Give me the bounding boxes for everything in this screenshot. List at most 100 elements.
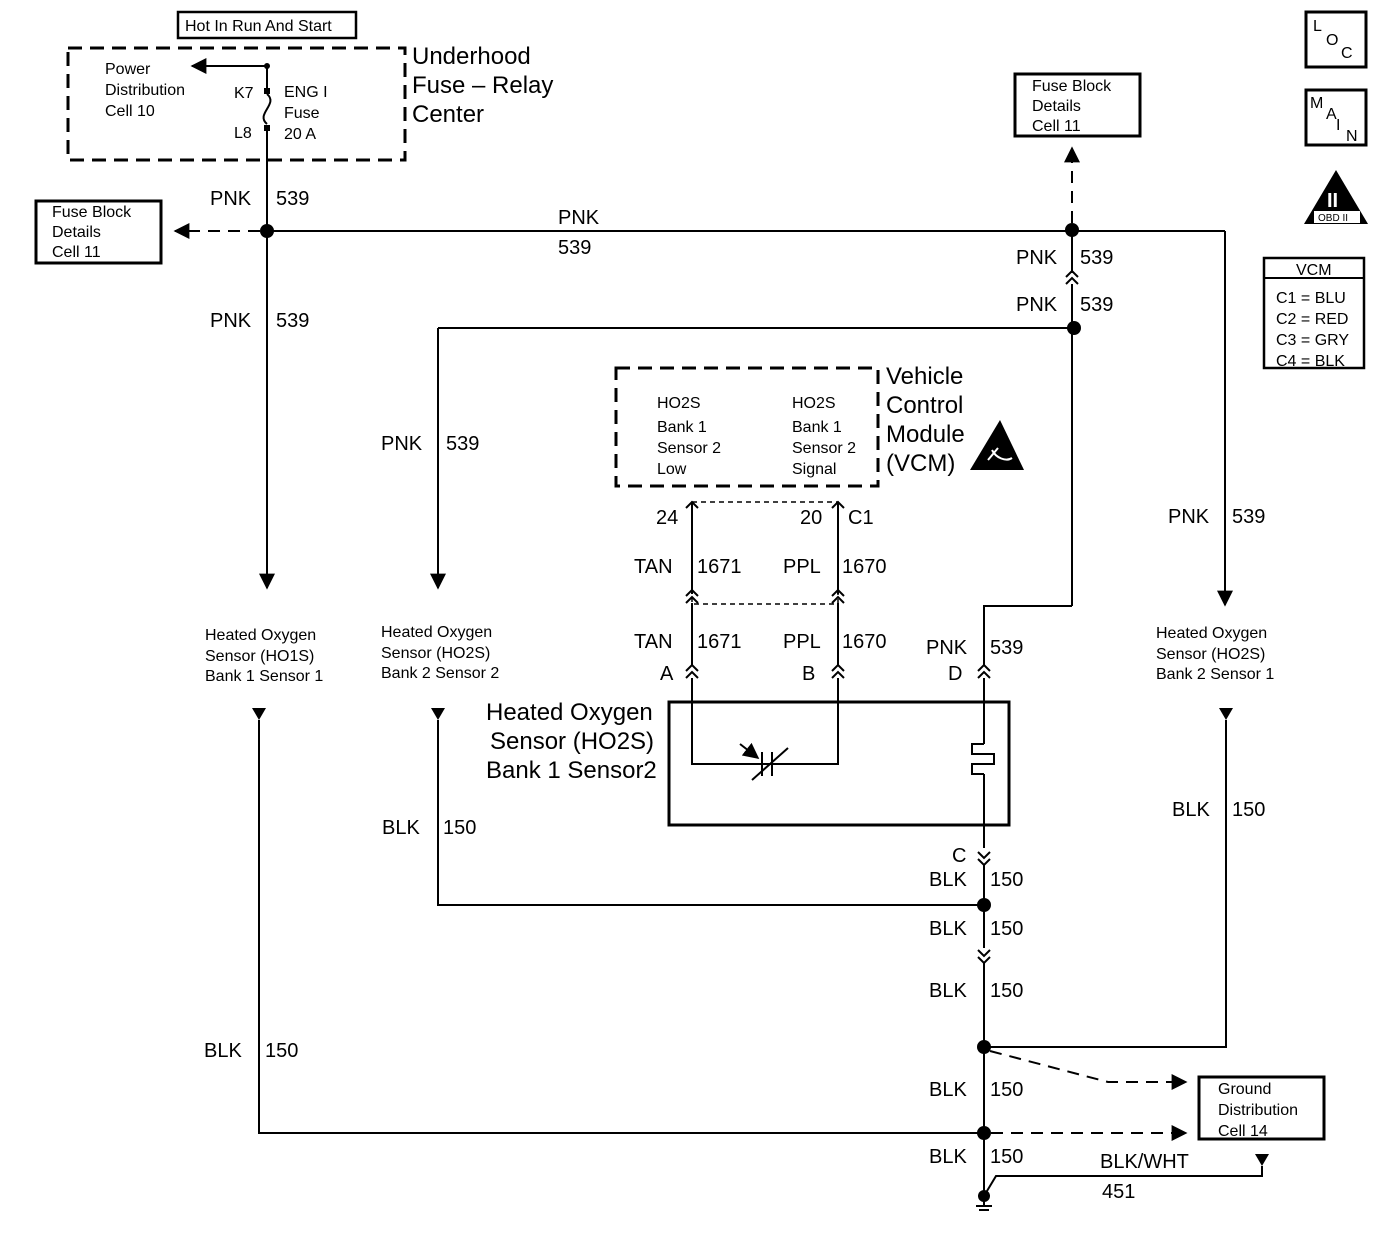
wire-150-label-7: 150 — [990, 1079, 1023, 1101]
ground-pin-blk-wht — [1255, 1154, 1269, 1166]
wire-pnk-label-2: PNK — [210, 310, 252, 332]
svg-text:OBD II: OBD II — [1318, 213, 1348, 224]
vcm-legend-title: VCM — [1296, 262, 1332, 279]
wire-539-label-5: 539 — [1080, 247, 1113, 269]
pin-24-label: 24 — [656, 507, 678, 529]
wire-ppl-label-2: PPL — [783, 631, 821, 653]
wire-150-label-4: 150 — [990, 869, 1023, 891]
vcm-legend-c1: C1 = BLU — [1276, 290, 1346, 307]
obd-ii-icon: II OBD II — [1304, 170, 1368, 224]
heater-element-icon — [971, 743, 995, 775]
svg-text:Bank 1: Bank 1 — [792, 419, 842, 436]
esd-warning-icon — [970, 420, 1024, 470]
hot-run-start-box: Hot In Run And Start — [176, 10, 358, 40]
wire-pnk-label-6: PNK — [1016, 294, 1058, 316]
wire-539-label-2: 539 — [276, 310, 309, 332]
fuse-block-left-box: Fuse Block Details Cell 11 — [34, 199, 163, 265]
wire-451-label: 451 — [1102, 1181, 1135, 1203]
k7-label: K7 — [234, 85, 254, 102]
wire-539-label-8: 539 — [990, 637, 1023, 659]
hot-run-start-label: Hot In Run And Start — [185, 18, 332, 35]
vcm-module: HO2S Bank 1 Sensor 2 Low HO2S Bank 1 Sen… — [614, 363, 965, 488]
ho2s-b2s1-line1: Heated Oxygen — [1156, 625, 1267, 642]
wire-150-label-1: 150 — [265, 1040, 298, 1062]
ground-pin-b2s1 — [1219, 708, 1233, 720]
vcm-legend-c2: C2 = RED — [1276, 311, 1348, 328]
wire-pnk-label-3: PNK — [558, 207, 600, 229]
wire-pnk-label-8: PNK — [926, 637, 968, 659]
pin-d-label: D — [948, 663, 962, 685]
wire-150-label-6: 150 — [990, 980, 1023, 1002]
power-distribution-line1: Power — [105, 61, 151, 78]
wire-539-label-6: 539 — [1080, 294, 1113, 316]
wire-1671-label-2: 1671 — [697, 631, 742, 653]
vcm-legend-c4: C4 = BLK — [1276, 353, 1345, 370]
vcm-title-line1: Vehicle — [886, 363, 963, 390]
wire-539-label-7: 539 — [446, 433, 479, 455]
pin-b-label: B — [802, 663, 815, 685]
ho2s-b2s1-line2: Sensor (HO2S) — [1156, 646, 1265, 663]
connector-ground-inline — [977, 949, 991, 965]
ho2s-b1s2-line1: Heated Oxygen — [486, 699, 653, 726]
wire-539-label-1: 539 — [276, 188, 309, 210]
wire-pnk-label-5: PNK — [1016, 247, 1058, 269]
ground-dist-line1: Ground — [1218, 1081, 1271, 1098]
wire-539-label-3: 539 — [558, 237, 591, 259]
wire-blk-label-7: BLK — [929, 1079, 967, 1101]
wire-150-label-2: 150 — [443, 817, 476, 839]
svg-text:O: O — [1326, 32, 1338, 49]
underhood-title-line2: Fuse – Relay — [412, 72, 553, 99]
fuse-block-right-box: Fuse Block Details Cell 11 — [1013, 72, 1142, 138]
splice-ground-3 — [977, 1126, 991, 1140]
connector-pin-b — [831, 663, 845, 679]
connector-pnk-top — [1065, 269, 1079, 285]
wire-539-label-4: 539 — [1232, 506, 1265, 528]
ground-symbol-icon — [976, 1196, 992, 1211]
ho2s-b1s2-line3: Bank 1 Sensor2 — [486, 757, 657, 784]
underhood-title-line1: Underhood — [412, 43, 531, 70]
wire-blk-label-6: BLK — [929, 980, 967, 1002]
wire-blk-label-8: BLK — [929, 1146, 967, 1168]
vcm-connector-legend: VCM C1 = BLU C2 = RED C3 = GRY C4 = BLK — [1262, 256, 1366, 370]
splice-ground-2 — [977, 1040, 991, 1054]
ho1s-b1s1-line1: Heated Oxygen — [205, 627, 316, 644]
svg-text:Bank 1: Bank 1 — [657, 419, 707, 436]
loc-icon: L O C — [1304, 10, 1368, 69]
wire-blk-label-4: BLK — [929, 869, 967, 891]
wire-blk-label-5: BLK — [929, 918, 967, 940]
wire-150-label-5: 150 — [990, 918, 1023, 940]
wire-1670-label-2: 1670 — [842, 631, 887, 653]
svg-text:I: I — [1336, 117, 1340, 134]
svg-text:Signal: Signal — [792, 461, 836, 478]
ground-pin-b2s2 — [431, 708, 445, 720]
main-icon: M A I N — [1304, 88, 1368, 147]
svg-text:M: M — [1310, 95, 1323, 112]
fuse-block-right-line1: Fuse Block — [1032, 78, 1112, 95]
splice-ground-1 — [977, 898, 991, 912]
fuse-block-right-line2: Details — [1032, 98, 1081, 115]
pin-c-label: C — [952, 845, 966, 867]
fuse-block-left-line2: Details — [52, 224, 101, 241]
underhood-fuse-relay-center: Power Distribution Cell 10 K7 L8 ENG I F… — [66, 43, 553, 162]
fuse-rating: 20 A — [284, 126, 316, 143]
wire-tan-label-2: TAN — [634, 631, 673, 653]
connector-pin-a — [685, 663, 699, 679]
wire-tan-label-1: TAN — [634, 556, 673, 578]
vcm-title-line2: Control — [886, 392, 963, 419]
wire-pnk-label-4: PNK — [1168, 506, 1210, 528]
svg-text:N: N — [1346, 128, 1358, 145]
connector-ppl — [831, 588, 845, 604]
wire-150-label-8: 150 — [990, 1146, 1023, 1168]
power-distribution-line3: Cell 10 — [105, 103, 155, 120]
fuse-block-right-line3: Cell 11 — [1032, 118, 1081, 135]
wire-blk-label-2: BLK — [382, 817, 420, 839]
ground-distribution-box: Ground Distribution Cell 14 — [1197, 1075, 1326, 1141]
fuse-name: ENG I — [284, 84, 328, 101]
fuse-type: Fuse — [284, 105, 320, 122]
ho2s-b2s2-line1: Heated Oxygen — [381, 624, 492, 641]
svg-text:HO2S: HO2S — [657, 395, 701, 412]
svg-text:C: C — [1341, 45, 1353, 62]
pin-20-label: 20 — [800, 507, 822, 529]
power-distribution-line2: Distribution — [105, 82, 185, 99]
